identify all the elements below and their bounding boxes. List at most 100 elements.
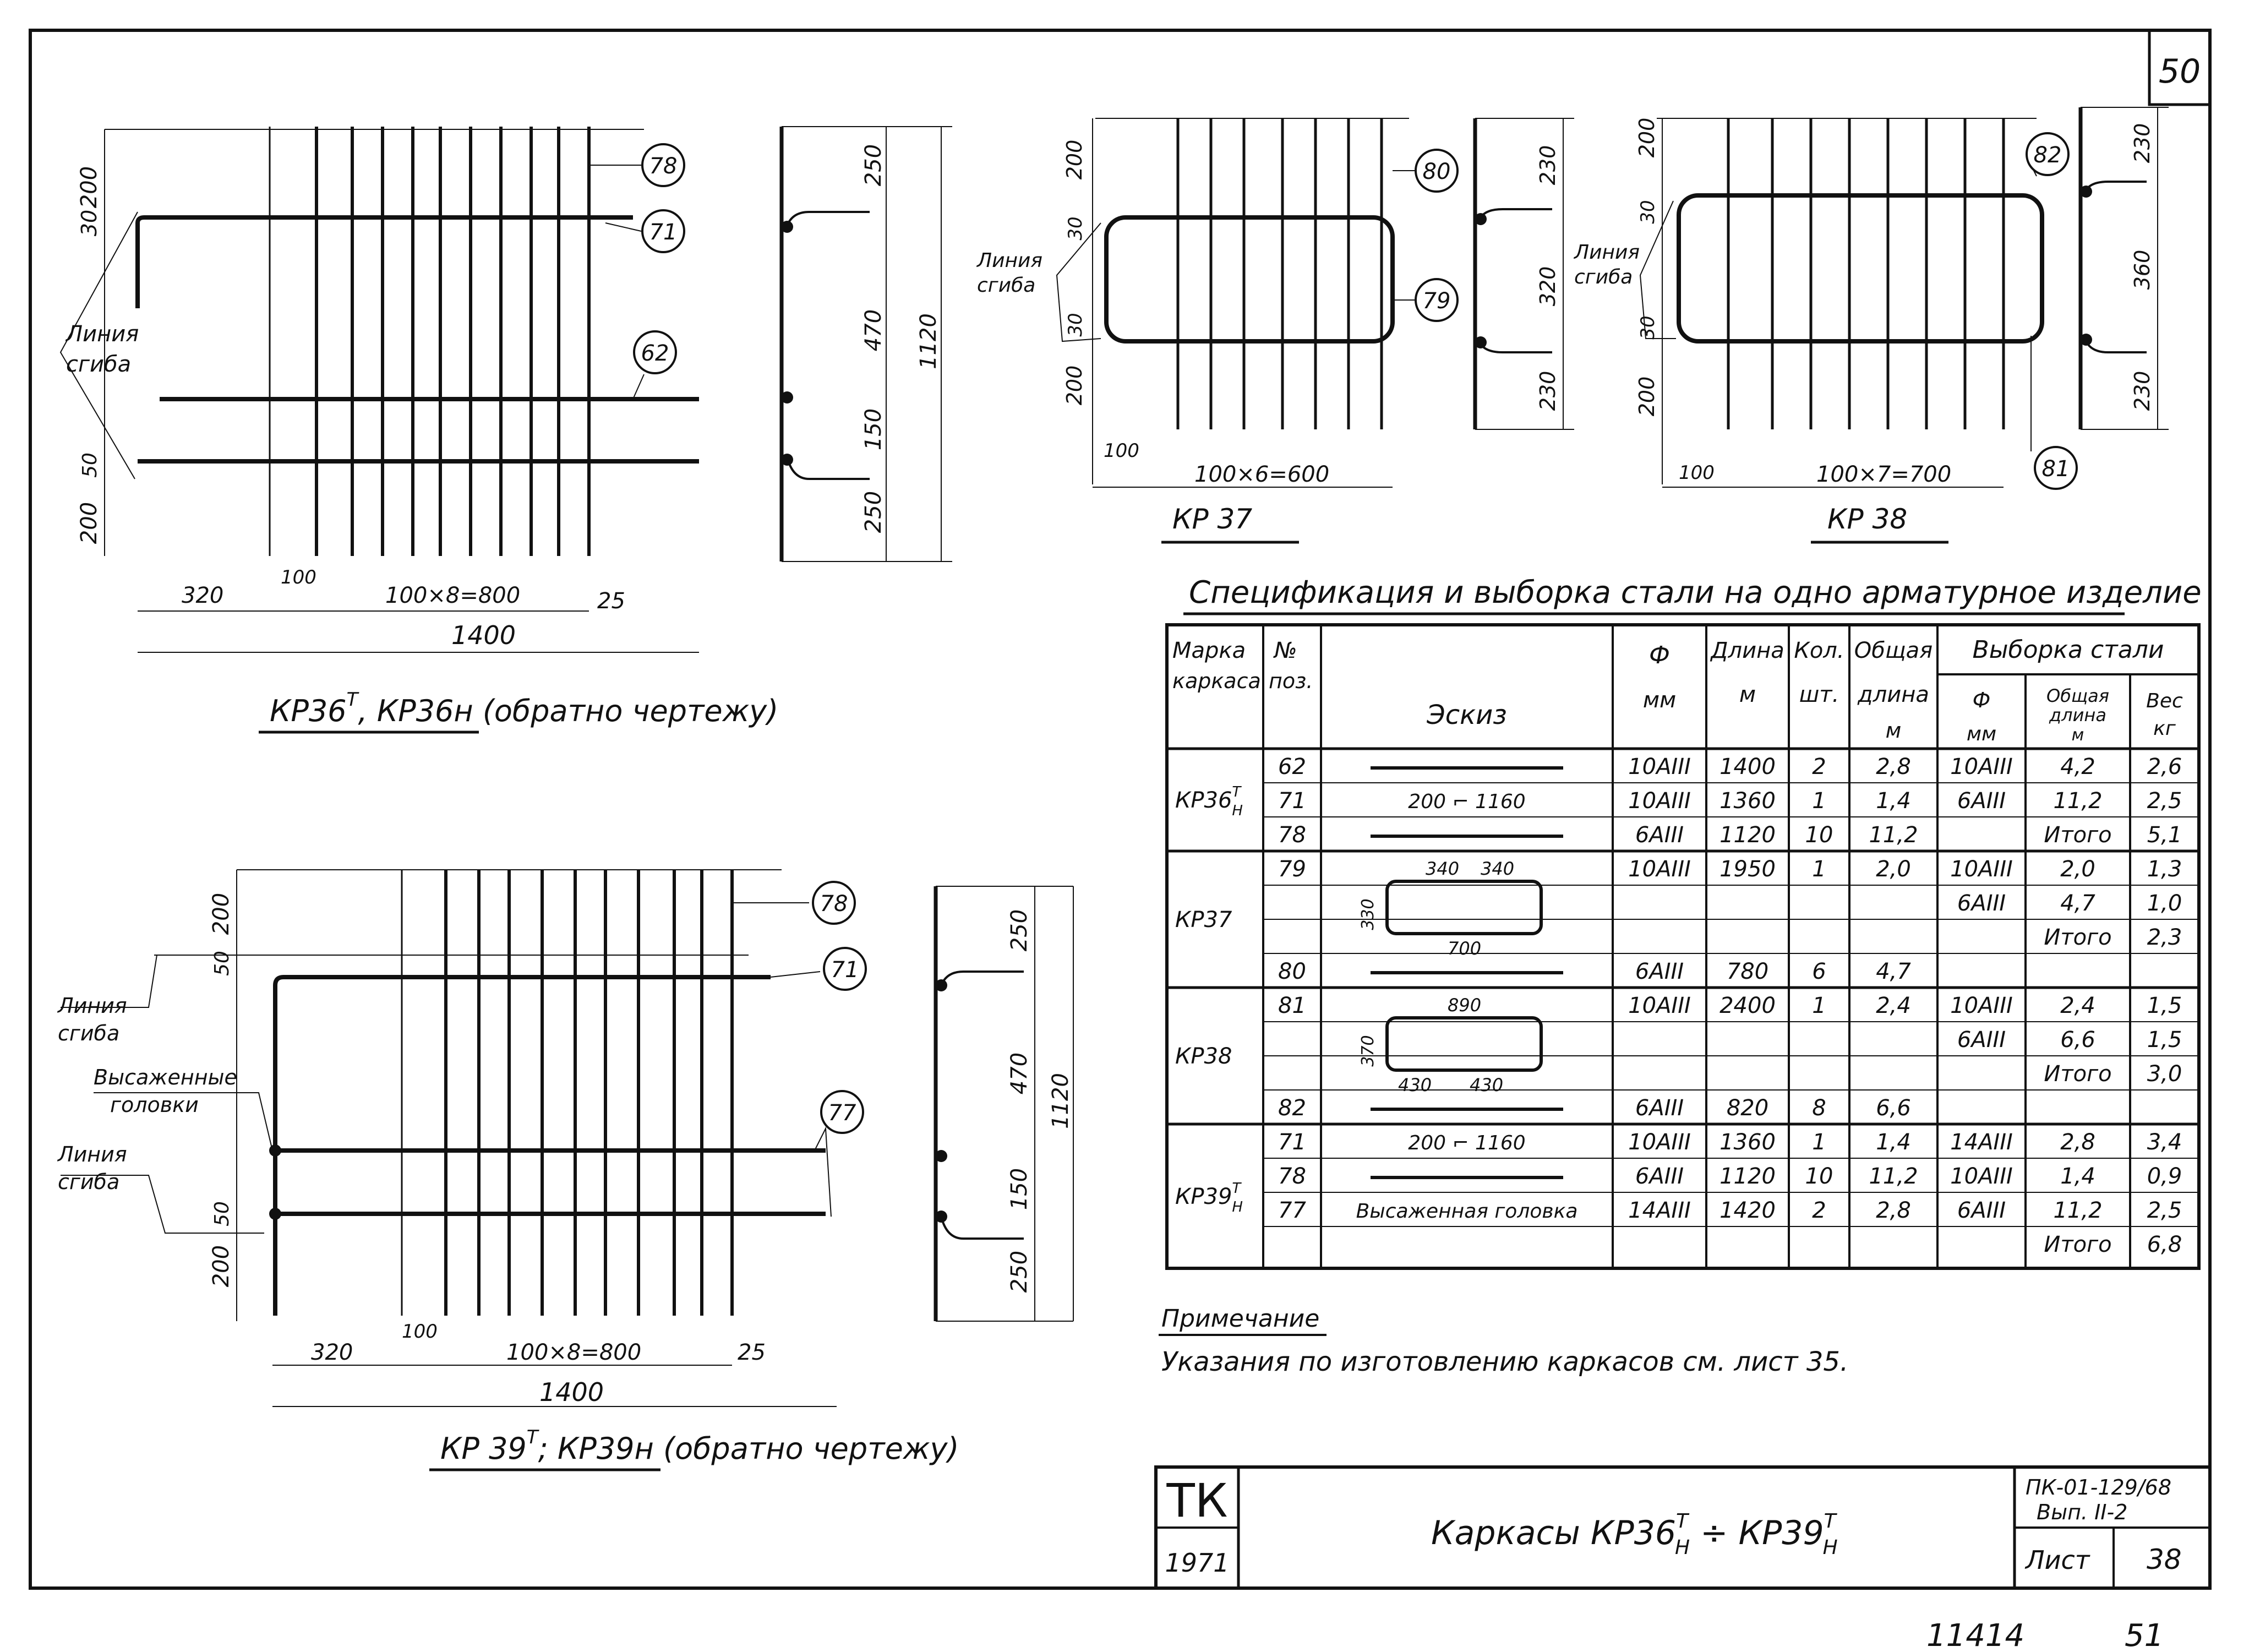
spec-cell-sketch: 200 ⌐ 1160 <box>1408 790 1525 813</box>
kp37-bend-label-1: Линия <box>976 249 1042 272</box>
kp36-side-dim-4: 250 <box>861 491 886 533</box>
spec-cell-swt: 0,9 <box>2147 1164 2182 1189</box>
spec-h-tot-2: длина <box>1857 682 1929 707</box>
spec-cell-stot: 11,2 <box>2053 788 2102 814</box>
spec-h-stot-3: м <box>2072 726 2084 745</box>
kp37-dim-left-2: 30 <box>1065 216 1087 240</box>
kp37-side-dot-1 <box>1475 213 1487 225</box>
spec-cell-swt: 3,4 <box>2147 1130 2182 1155</box>
note-block: Примечание Указания по изготовлению карк… <box>1159 1305 1848 1377</box>
kp39-upper-bar <box>273 975 771 1316</box>
kp39-dim-left-3: 50 <box>211 1201 233 1226</box>
spec-cell-tot: 1,4 <box>1876 788 1911 814</box>
kp36-side-hook-1 <box>786 211 870 226</box>
kp39-dim-bottom-4: 25 <box>738 1340 766 1365</box>
kp37-side-dim-3: 230 <box>1536 371 1560 411</box>
spec-cell-tot: 11,2 <box>1869 1164 1918 1189</box>
kp39-title-block: КР 39Т; КР39н (обратно чертежу) <box>429 1426 959 1471</box>
kp37-callout-80: 80 <box>1423 159 1451 184</box>
kp38-bend-label-2: сгиба <box>1574 266 1633 288</box>
corner-number-box: 50 <box>2148 30 2210 106</box>
kp39-bend-leader-1 <box>61 955 157 1008</box>
kp39-side-hook-2 <box>940 1216 1024 1240</box>
spec-cell-swt: 3,0 <box>2147 1061 2182 1087</box>
spec-h-phi-1: Ф <box>1649 641 1670 669</box>
kp36-side-dot-3 <box>781 454 793 466</box>
spec-cell-sphi: 6АIII <box>1957 1198 2006 1223</box>
kp39-bend2-label-2: сгиба <box>58 1170 119 1194</box>
spec-cell-sphi: 6АIII <box>1957 788 2006 814</box>
spec-cell-qty: 1 <box>1812 993 1826 1018</box>
spec-h-pos-1: № <box>1273 638 1297 663</box>
spec-loop-dim-1: 890 <box>1448 995 1481 1016</box>
spec-title-block: Спецификация и выборка стали на одно арм… <box>1183 575 2202 615</box>
kp36-side-dot-1 <box>781 221 793 233</box>
kp38-side-dim-3: 230 <box>2130 371 2154 411</box>
spec-cell-len: 2400 <box>1719 993 1776 1018</box>
kp38-side-dot-2 <box>2080 334 2092 346</box>
spec-cell-swt: 1,3 <box>2147 857 2182 882</box>
spec-loop-dim-3: 430 <box>1398 1075 1432 1095</box>
note-heading: Примечание <box>1161 1305 1319 1333</box>
spec-cell-stot: Итого <box>2044 1232 2111 1257</box>
spec-cell-swt: 1,5 <box>2147 993 2182 1018</box>
spec-loop-dim-3: 330 <box>1358 898 1378 930</box>
spec-cell-len: 780 <box>1727 959 1768 984</box>
spec-h-stot-2: длина <box>2049 705 2106 726</box>
kp38-dim-left-2: 30 <box>1637 200 1659 223</box>
kp39-side-dot-1 <box>935 979 947 991</box>
spec-h-len-1: Длина <box>1710 638 1784 663</box>
kp36-side-dim-5: 1120 <box>916 313 941 369</box>
kp39-heads-leader <box>94 1092 273 1151</box>
spec-cell-sphi: 10АIII <box>1950 1164 2013 1189</box>
kp37-dim-bottom-1: 100 <box>1104 440 1139 462</box>
kp37-side-dot-2 <box>1475 336 1487 348</box>
kp37-dim-left-1: 200 <box>1062 140 1087 180</box>
spec-cell-pos: 71 <box>1278 788 1306 814</box>
kp37-bend-label-2: сгиба <box>977 274 1035 297</box>
bottom-number-2: 51 <box>2125 1618 2164 1652</box>
kp36-dim-left-3: 50 <box>79 452 101 478</box>
spec-cell-stot: 2,0 <box>2060 857 2095 882</box>
spec-cell-qty: 10 <box>1805 1164 1833 1189</box>
kp39-side-dot-3 <box>935 1211 947 1223</box>
spec-cell-len: 1400 <box>1719 754 1776 779</box>
spec-h-sphi-2: мм <box>1967 723 1996 745</box>
spec-cell-len: 1420 <box>1719 1198 1776 1223</box>
spec-cell-qty: 2 <box>1812 1198 1826 1223</box>
spec-cell-len: 820 <box>1727 1095 1768 1121</box>
spec-cell-tot: 2,8 <box>1876 1198 1911 1223</box>
kp36-dim-left-1: 200 <box>77 166 102 208</box>
kp39-head-dot-2 <box>269 1208 281 1220</box>
spec-cell-sphi: 10АIII <box>1950 857 2013 882</box>
kp37-side-hook-2 <box>1480 343 1552 353</box>
stamp-org: ТК <box>1166 1474 1228 1528</box>
spec-cell-len: 1120 <box>1719 1164 1776 1189</box>
kp38-loop-bar <box>1677 193 2044 344</box>
spec-cell-sphi: 10АIII <box>1950 754 2013 779</box>
spec-cell-swt: 2,5 <box>2147 788 2182 814</box>
spec-cell-sphi: 6АIII <box>1957 1027 2006 1053</box>
kp39-dim-left-4: 200 <box>209 1245 234 1287</box>
spec-loop-dim-4: 430 <box>1470 1075 1503 1095</box>
kp36-bend-label-1: Линия <box>65 321 139 347</box>
spec-cell-qty: 1 <box>1812 857 1826 882</box>
kp38-title-block: КР 38 <box>1811 503 1948 544</box>
kp39-callout-71-circle <box>823 947 867 991</box>
spec-cell-pos: 62 <box>1278 754 1306 779</box>
spec-cell-qty: 8 <box>1812 1095 1826 1121</box>
spec-h-sphi-1: Ф <box>1973 688 1991 712</box>
spec-cell-stot: 11,2 <box>2053 1198 2102 1223</box>
stamp-sheet-label: Лист <box>2024 1545 2090 1575</box>
spec-cell-swt: 1,5 <box>2147 1027 2182 1053</box>
kp36-dim-left-4: 200 <box>77 502 102 544</box>
kp39-side-dim-4: 250 <box>1007 1251 1032 1293</box>
kp36-title: КР36Т, КР36н (обратно чертежу) <box>270 689 778 728</box>
kp36-dim-bottom-3: 100×8=800 <box>385 583 520 608</box>
kp36-dim-bottom-1: 100 <box>281 566 316 588</box>
spec-cell-phi: 14АIII <box>1628 1198 1691 1223</box>
kp36-dim-bottom-5: 1400 <box>451 620 516 650</box>
